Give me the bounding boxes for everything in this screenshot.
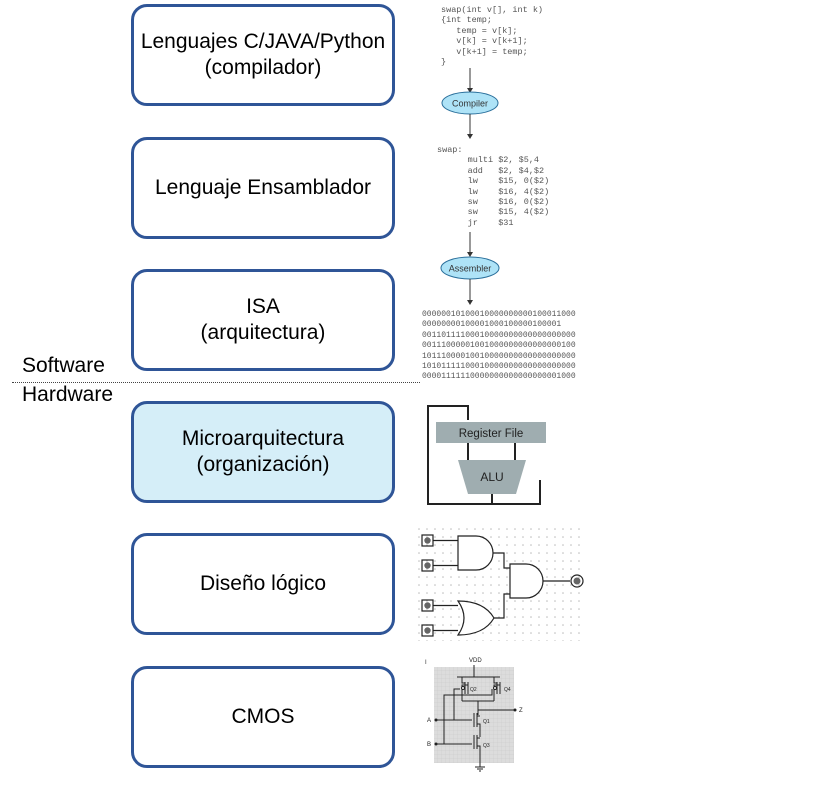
source-code-snippet: swap(int v[], int k) {int temp; temp = v… bbox=[441, 5, 544, 68]
layer-subtitle: (compilador) bbox=[204, 56, 322, 79]
layer-title: ISA bbox=[246, 295, 280, 318]
nmos-q3 bbox=[473, 731, 481, 761]
layer-isa: ISA (arquitectura) bbox=[131, 269, 395, 371]
assembler-label: Assembler bbox=[449, 264, 492, 274]
layer-title: Lenguaje Ensamblador bbox=[155, 176, 371, 199]
layer-subtitle: (arquitectura) bbox=[200, 321, 326, 344]
logic-gates-illustration bbox=[418, 528, 586, 641]
or-gate-icon bbox=[456, 600, 495, 636]
and-gate-icon bbox=[509, 563, 544, 599]
q3-label: Q3 bbox=[483, 743, 490, 749]
layer-high-level-languages: Lenguajes C/JAVA/Python (compilador) bbox=[131, 4, 395, 106]
q1-label: Q1 bbox=[483, 719, 490, 725]
assembly-code-snippet: swap: multi $2, $5,4 add $2, $4,$2 lw $1… bbox=[437, 145, 550, 228]
nmos-q1 bbox=[473, 710, 481, 731]
register-file-label: Register File bbox=[459, 428, 524, 440]
output-z-label: Z bbox=[519, 708, 523, 714]
input-b-label: B bbox=[427, 742, 431, 748]
output-pin-icon bbox=[570, 574, 584, 588]
alu-label: ALU bbox=[480, 470, 503, 484]
layer-cmos: CMOS bbox=[131, 666, 395, 768]
layer-title: Diseño lógico bbox=[199, 572, 327, 595]
assembler-flow: Assembler bbox=[440, 232, 500, 305]
layer-title: CMOS bbox=[231, 705, 295, 728]
layer-subtitle: (organización) bbox=[196, 453, 330, 476]
binary-code-snippet: 00000010100010000000000100011000 0000000… bbox=[422, 310, 576, 382]
ground-icon bbox=[475, 761, 485, 772]
compiler-label: Compiler bbox=[452, 99, 488, 109]
and-gate-icon bbox=[457, 535, 494, 571]
cmos-circuit-illustration: I VDD Q2 Q4 Q1 Q3 A B Z bbox=[425, 658, 523, 772]
q2-label: Q2 bbox=[470, 687, 477, 693]
input-a-label: A bbox=[427, 718, 431, 724]
compiler-flow: Compiler bbox=[441, 68, 499, 139]
layer-title: Lenguajes C/JAVA/Python bbox=[140, 30, 386, 53]
alu-block bbox=[458, 460, 526, 494]
software-label: Software bbox=[22, 354, 105, 377]
vdd-label: VDD bbox=[469, 658, 482, 664]
hardware-label: Hardware bbox=[22, 383, 114, 406]
svg-text:I: I bbox=[425, 660, 427, 666]
pmos-q2 bbox=[461, 677, 469, 701]
datapath-illustration: Register File ALU bbox=[427, 405, 546, 505]
q4-label: Q4 bbox=[504, 687, 511, 693]
pmos-q4 bbox=[493, 677, 501, 701]
software-hardware-divider bbox=[12, 382, 420, 383]
register-file-block bbox=[436, 422, 546, 443]
layer-microarchitecture: Microarquitectura (organización) bbox=[131, 401, 395, 503]
layer-assembly-language: Lenguaje Ensamblador bbox=[131, 137, 395, 239]
layer-logic-design: Diseño lógico bbox=[131, 533, 395, 635]
layer-title: Microarquitectura bbox=[181, 427, 345, 450]
